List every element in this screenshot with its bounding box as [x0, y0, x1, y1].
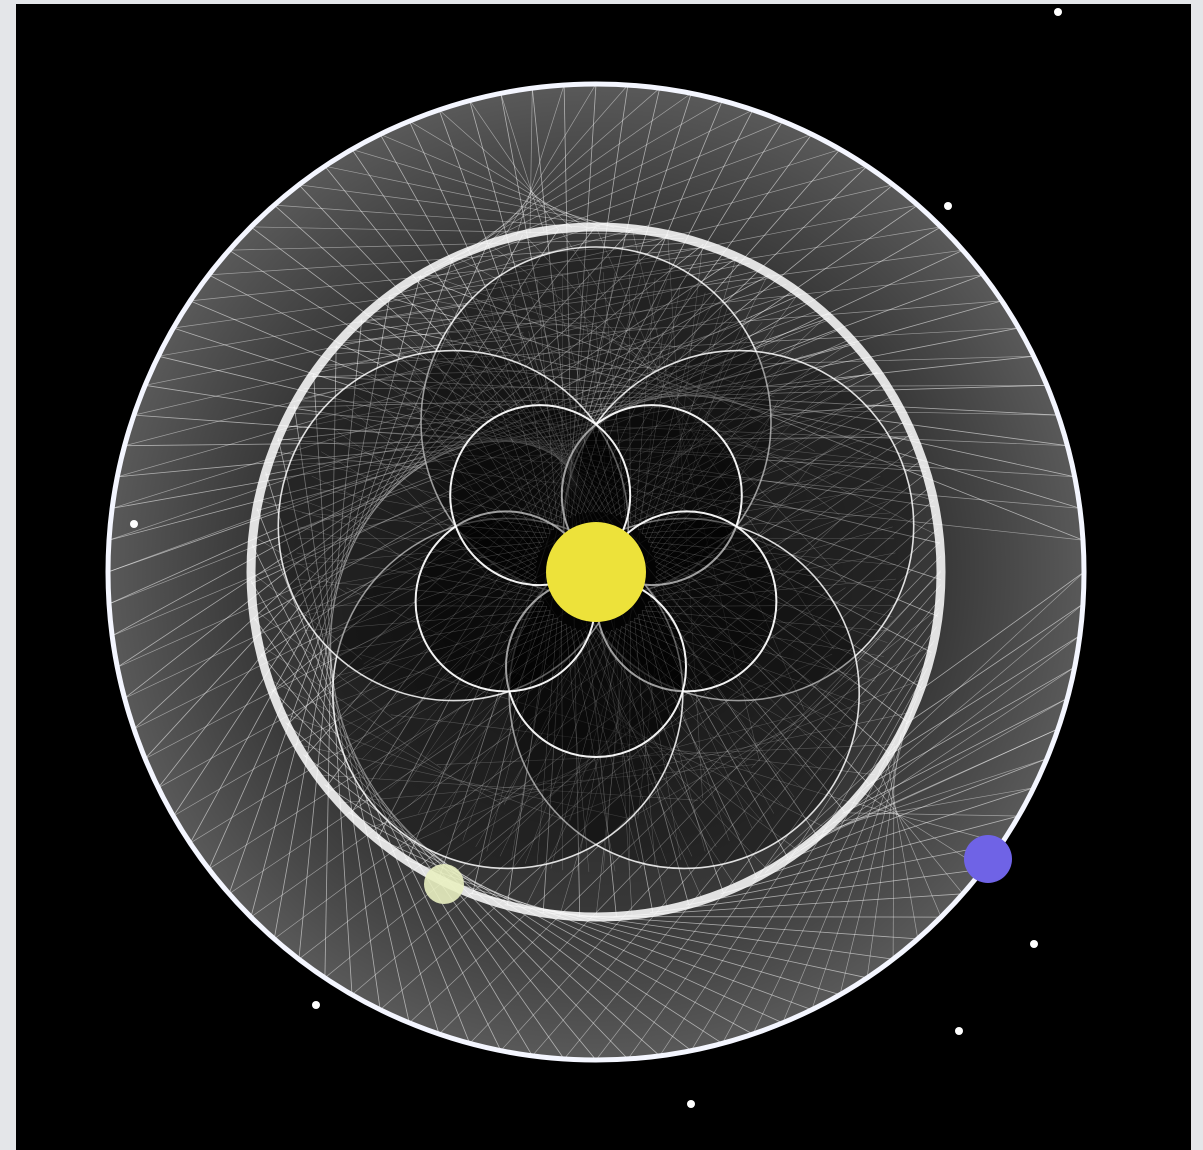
star-dot: [687, 1100, 695, 1108]
star-dot: [1054, 8, 1062, 16]
star-dot: [312, 1001, 320, 1009]
star-dot: [955, 1027, 963, 1035]
image-frame: [16, 4, 1191, 1150]
outer-planet-icon: [964, 835, 1012, 883]
star-dot: [1030, 940, 1038, 948]
inner-planet-icon: [424, 864, 464, 904]
star-dot: [944, 202, 952, 210]
orbital-rosette-illustration: [16, 4, 1191, 1150]
sun-icon: [546, 522, 646, 622]
